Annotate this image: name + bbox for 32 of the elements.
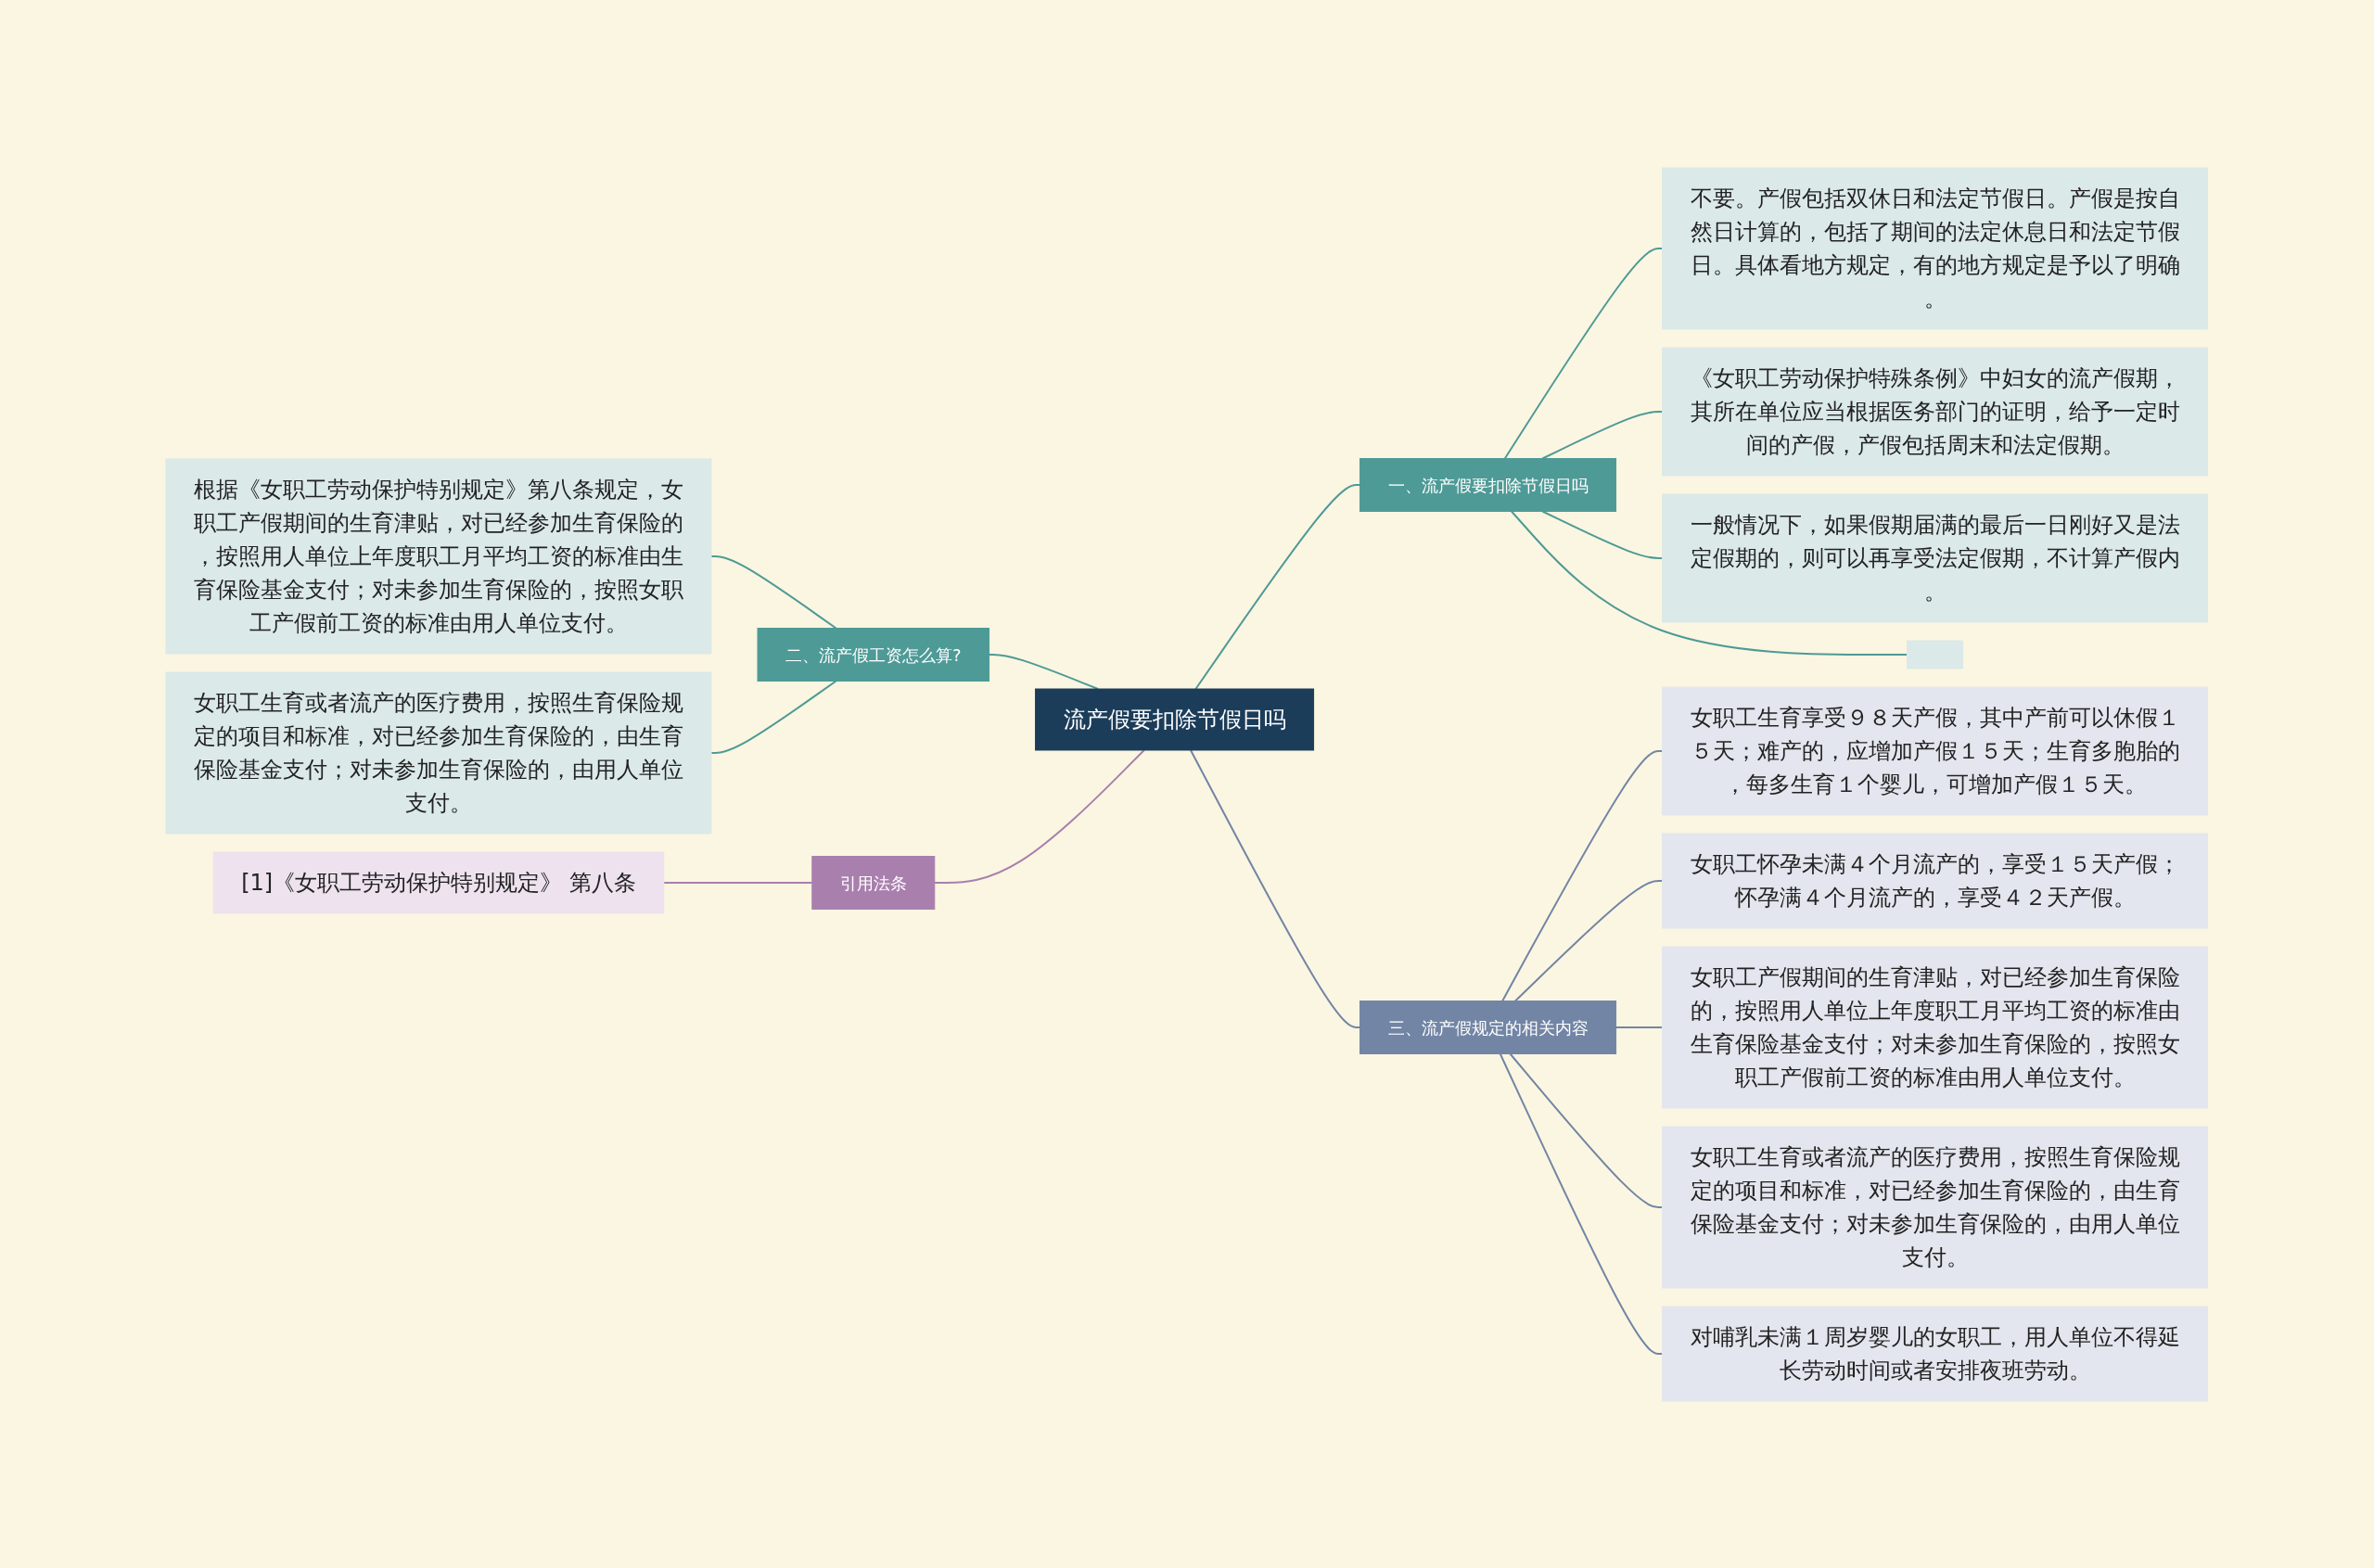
connector xyxy=(1541,510,1664,559)
node-box: 流产假要扣除节假日吗 xyxy=(1035,688,1315,750)
connector xyxy=(1190,748,1361,1028)
connector xyxy=(1194,483,1361,690)
connector xyxy=(710,555,837,629)
node-box: 引用法条 xyxy=(811,855,936,910)
node-box: 根据《女职工劳动保护特别规定》第八条规定，女职工产假期间的生育津贴，对已经参加生育保险的，按照用人单位上年度职工月平均工资的标准由生育保险基金支付；对未参加生育保险的，按照女职工产假前工资的标准由用人单位支付。 xyxy=(165,458,712,654)
node-box: 女职工生育或者流产的医疗费用，按照生育保险规定的项目和标准，对已经参加生育保险的，由生育保险基金支付；对未参加生育保险的，由用人单位支付。 xyxy=(1662,1126,2209,1288)
connector xyxy=(1511,510,1908,656)
node-box: 一般情况下，如果假期届满的最后一日刚好又是法定假期的，则可以再享受法定假期，不计算产假内。 xyxy=(1662,493,2209,622)
connector xyxy=(1514,879,1664,1001)
node-box: 三、流产假规定的相关内容 xyxy=(1359,1000,1617,1054)
connector xyxy=(1541,410,1664,459)
node-box: 二、流产假工资怎么算? xyxy=(757,627,990,682)
node-box: 女职工生育或者流产的医疗费用，按照生育保险规定的项目和标准，对已经参加生育保险的，由生育保险基金支付；对未参加生育保险的，由用人单位支付。 xyxy=(165,671,712,834)
node-box: 女职工怀孕未满４个月流产的，享受１５天产假；怀孕满４个月流产的，享受４２天产假。 xyxy=(1662,833,2209,928)
connector xyxy=(1504,247,1664,459)
connector xyxy=(663,881,813,884)
connector xyxy=(1501,749,1664,1001)
node-box: 《女职工劳动保护特殊条例》中妇女的流产假期，其所在单位应当根据医务部门的证明，给予一定时间的产假，产假包括周末和法定假期。 xyxy=(1662,347,2209,476)
node-box xyxy=(1907,640,1964,669)
connector xyxy=(1509,1052,1664,1208)
connector xyxy=(1500,1052,1664,1355)
connector xyxy=(1615,1026,1664,1028)
node-box: 不要。产假包括双休日和法定节假日。产假是按自然日计算的，包括了期间的法定休息日和法定节假日。具体看地方规定，有的地方规定是予以了明确。 xyxy=(1662,167,2209,329)
connector xyxy=(934,748,1145,884)
connector xyxy=(710,680,837,754)
node-box: 一、流产假要扣除节假日吗 xyxy=(1359,457,1617,512)
node-box: 女职工生育享受９８天产假，其中产前可以休假１５天；难产的，应增加产假１５天；生育多胞胎的，每多生育１个婴儿，可增加产假１５天。 xyxy=(1662,686,2209,815)
node-box: [1]《女职工劳动保护特别规定》 第八条 xyxy=(212,851,665,913)
node-box: 对哺乳未满１周岁婴儿的女职工，用人单位不得延长劳动时间或者安排夜班劳动。 xyxy=(1662,1306,2209,1401)
node-box: 女职工产假期间的生育津贴，对已经参加生育保险的，按照用人单位上年度职工月平均工资的标准由生育保险基金支付；对未参加生育保险的，按照女职工产假前工资的标准由用人单位支付。 xyxy=(1662,946,2209,1108)
